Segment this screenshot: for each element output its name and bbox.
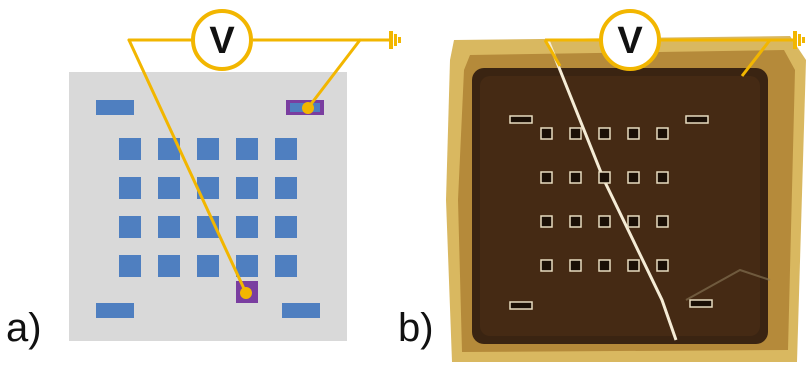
- grid-pad: [119, 216, 141, 238]
- panel-a-schematic: V: [69, 9, 401, 341]
- photo-pad-grid: [540, 127, 669, 272]
- grid-pad: [158, 138, 180, 160]
- photo-grid-pad: [540, 127, 553, 140]
- voltmeter-a: V: [191, 9, 253, 71]
- photo-sample-sheen: [480, 76, 760, 336]
- photo-grid-pad: [598, 215, 611, 228]
- grid-pad: [197, 255, 219, 277]
- substrate: [69, 72, 347, 341]
- photo-scratch: [685, 268, 771, 301]
- photo-grid-pad: [540, 259, 553, 272]
- photo-grid-pad: [656, 259, 669, 272]
- photo-grid-pad: [540, 171, 553, 184]
- photo-grid-pad: [569, 171, 582, 184]
- photo-grid-pad: [569, 259, 582, 272]
- corner-pad-bottom-left: [96, 303, 134, 318]
- voltmeter-b: V: [599, 9, 661, 71]
- photo-wire-left-down: [543, 39, 562, 67]
- photo-corner-pad-bottom-right: [689, 299, 713, 308]
- photo-voltmeter-icon: [599, 9, 661, 71]
- grid-pad: [119, 177, 141, 199]
- photo-crack: [546, 39, 678, 341]
- probe-tip-grid: [240, 287, 252, 299]
- voltmeter-symbol: V: [209, 20, 235, 62]
- grid-pad: [158, 177, 180, 199]
- ground-icon: [389, 31, 401, 49]
- grid-pad: [275, 216, 297, 238]
- photo-grid-pad: [598, 259, 611, 272]
- grid-pad: [236, 216, 258, 238]
- panel-label-b: b): [398, 306, 434, 350]
- photo-grid-pad: [540, 215, 553, 228]
- photo-corner-pad-top-left: [509, 115, 533, 124]
- photo-grid-pad: [598, 127, 611, 140]
- photo-voltmeter-symbol: V: [617, 20, 643, 62]
- grid-pad: [119, 138, 141, 160]
- photo-grid-pad: [598, 171, 611, 184]
- photo-grid-pad: [656, 215, 669, 228]
- photo-grid-pad: [627, 171, 640, 184]
- grid-pad: [275, 255, 297, 277]
- grid-pad: [158, 216, 180, 238]
- photo-corner-pad-top-right: [685, 115, 709, 124]
- photo-grid-pad: [569, 127, 582, 140]
- photo-grid-pad: [569, 215, 582, 228]
- probe-tip-corner: [302, 102, 314, 114]
- photo-wire-right-down: [740, 39, 772, 77]
- photo-grid-pad: [627, 215, 640, 228]
- photo-grid-pad: [656, 127, 669, 140]
- photo-ground-icon: [793, 31, 805, 49]
- photo-grid-pad: [627, 259, 640, 272]
- corner-pad-bottom-right: [282, 303, 320, 318]
- photo-grid-pad: [627, 127, 640, 140]
- voltmeter-icon: [191, 9, 253, 71]
- grid-pad: [197, 177, 219, 199]
- wire-to-corner-pad: [306, 38, 362, 110]
- wire-to-grid-pad: [127, 38, 248, 295]
- corner-pad-top-left: [96, 100, 134, 115]
- panel-label-a: a): [6, 306, 42, 350]
- grid-pad: [275, 177, 297, 199]
- grid-pad: [119, 255, 141, 277]
- grid-pad: [236, 255, 258, 277]
- pad-grid: [119, 138, 297, 277]
- grid-pad: [236, 138, 258, 160]
- photo-grid-pad: [656, 171, 669, 184]
- panel-b-photo: V: [446, 9, 806, 362]
- grid-pad: [236, 177, 258, 199]
- photo-corner-pad-bottom-left: [509, 301, 533, 310]
- grid-pad: [197, 138, 219, 160]
- grid-pad: [275, 138, 297, 160]
- grid-pad: [158, 255, 180, 277]
